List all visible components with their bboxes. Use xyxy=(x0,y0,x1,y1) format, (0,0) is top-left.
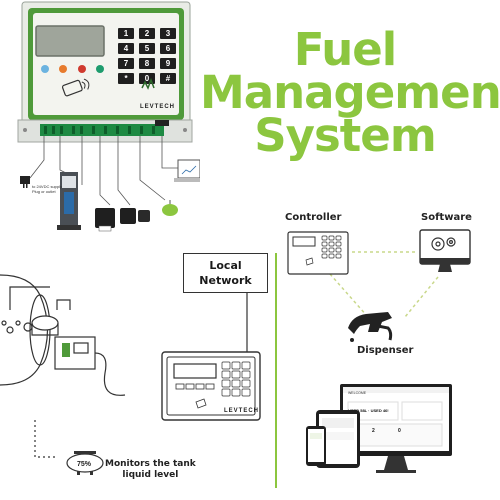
keypad-key-label: 9 xyxy=(166,59,171,68)
keypad-key xyxy=(241,379,251,388)
lineart-keypad xyxy=(221,361,251,397)
keypad-key xyxy=(335,253,342,259)
dispenser-label: Dispenser xyxy=(357,345,414,356)
keypad-key xyxy=(321,235,328,241)
section-divider xyxy=(275,253,277,488)
controller-device-lineart: LEVTECH xyxy=(161,351,261,421)
dashboard-stat-c: 0 xyxy=(398,428,401,434)
keypad-key-label: 2 xyxy=(145,29,150,38)
device-lcd-screen xyxy=(35,25,105,57)
keypad-key xyxy=(321,247,328,253)
software-label: Software xyxy=(421,212,472,223)
title-line-3: System xyxy=(254,109,436,162)
dashboard-stat-b: 2 xyxy=(372,428,375,434)
level-dotted-line xyxy=(34,420,58,458)
led-blue xyxy=(41,65,49,73)
keypad-key xyxy=(328,235,335,241)
tank-caption: Monitors the tank liquid level xyxy=(105,459,196,480)
pump-icon xyxy=(57,172,81,230)
dashboard-stats: USED 58L · USED 46! xyxy=(348,408,389,413)
keypad-key xyxy=(139,58,155,69)
keypad-key xyxy=(139,43,155,54)
power-plug-icon xyxy=(20,176,30,188)
small-tank-icon xyxy=(66,451,104,475)
keypad-key xyxy=(335,235,342,241)
keypad-key xyxy=(328,253,335,259)
keypad-key-label: 5 xyxy=(145,44,150,53)
keypad-key-label: 4 xyxy=(124,44,129,53)
keypad-key xyxy=(118,73,134,84)
card-reader-icon xyxy=(120,208,150,224)
dotted-connectors xyxy=(329,251,439,318)
device-brand-text: LEVTECH xyxy=(140,104,175,110)
keypad-key xyxy=(221,361,231,370)
device-keypad: 1 2 3 4 5 6 7 8 9 * 0 # xyxy=(118,28,176,84)
keypad-key-label: 7 xyxy=(124,59,129,68)
keypad-key xyxy=(241,388,251,397)
tank-probe-sensor xyxy=(54,299,126,396)
keypad-key-label: 0 xyxy=(145,74,150,83)
title-line-2: Management xyxy=(200,66,500,119)
keypad-key xyxy=(160,43,176,54)
keypad-key-label: * xyxy=(124,74,128,83)
led-orange xyxy=(59,65,67,73)
controller-label: Controller xyxy=(285,212,342,223)
terminal-block xyxy=(40,124,164,136)
levtech-logo-icon xyxy=(141,77,155,90)
ethernet-port xyxy=(155,120,169,126)
keypad-key xyxy=(328,247,335,253)
local-network-box: Local Network xyxy=(183,253,268,293)
local-network-line-2: Network xyxy=(199,274,252,287)
fuel-nozzle-icon xyxy=(348,312,393,342)
keypad-key xyxy=(118,28,134,39)
controller-small-icon xyxy=(287,231,349,275)
keypad-key xyxy=(118,58,134,69)
tank-network-illustration: 75% LEVTECH xyxy=(0,274,261,475)
rfid-tag-icon xyxy=(162,200,178,216)
dashboard-monitor xyxy=(340,384,452,473)
controller-device-illustration: 1 2 3 4 5 6 7 8 9 * 0 # LEVTECH xyxy=(17,1,200,232)
rfid-card-icon xyxy=(61,78,90,97)
tank-icon xyxy=(0,274,59,386)
keypad-key xyxy=(118,43,134,54)
led-green xyxy=(96,65,104,73)
keypad-key xyxy=(335,241,342,247)
local-network-line-1: Local xyxy=(209,259,242,272)
lineart-brand-text: LEVTECH xyxy=(224,408,259,414)
keypad-key xyxy=(221,370,231,379)
title-line-1: Fuel xyxy=(293,23,397,76)
dashboard-heading: WELCOME xyxy=(348,391,367,395)
tank-level-badge: 75% xyxy=(77,461,92,468)
keypad-key xyxy=(160,28,176,39)
keypad-key-label: 8 xyxy=(145,59,150,68)
keypad-key xyxy=(160,73,176,84)
keypad-key-label: 6 xyxy=(166,44,171,53)
keypad-key xyxy=(160,58,176,69)
keypad-key xyxy=(241,370,251,379)
keypad-key-label: # xyxy=(166,74,171,83)
page-title: Fuel Management System xyxy=(200,23,500,162)
keypad-key xyxy=(221,388,231,397)
phone-icon xyxy=(306,426,326,466)
keypad-key xyxy=(231,379,241,388)
keypad-key xyxy=(321,253,328,259)
monitor-icon xyxy=(419,229,471,272)
keypad-key xyxy=(231,388,241,397)
keypad-key xyxy=(241,361,251,370)
keypad-key xyxy=(221,379,231,388)
gear-icon xyxy=(431,237,456,251)
keypad-key xyxy=(231,361,241,370)
keypad-key-label: 3 xyxy=(166,29,171,38)
keypad-key-label: 1 xyxy=(124,29,129,38)
laptop-icon xyxy=(174,159,200,182)
led-red xyxy=(78,65,86,73)
keypad-key xyxy=(321,241,328,247)
keypad-key xyxy=(139,28,155,39)
keypad-key xyxy=(231,370,241,379)
system-flow-diagram: WELCOME USED 58L · USED 46! 2 2 0 xyxy=(287,229,471,473)
printer-icon xyxy=(95,208,115,232)
power-note: to 24VDC supply Plug or outlet xyxy=(32,184,63,194)
keypad-key xyxy=(335,247,342,253)
keypad-key xyxy=(328,241,335,247)
